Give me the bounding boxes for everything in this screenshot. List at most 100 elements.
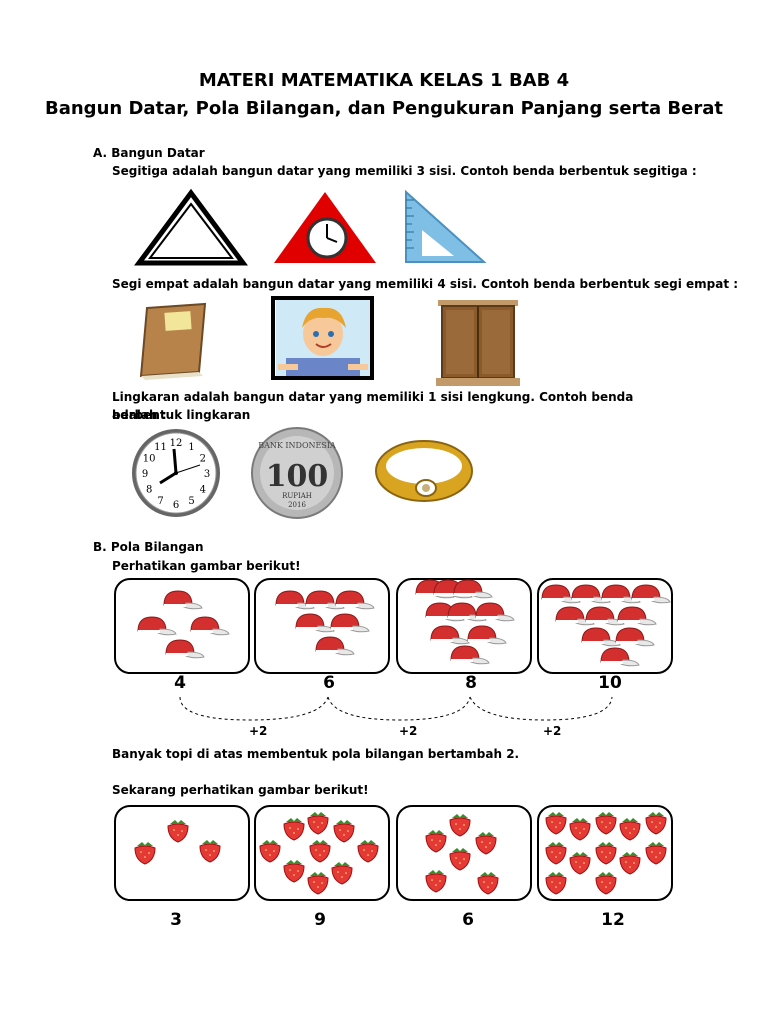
baseball-cap-icon	[600, 647, 640, 667]
page-title: MATERI MATEMATIKA KELAS 1 BAB 4	[198, 70, 570, 91]
strawberry-icon	[425, 870, 447, 893]
strawberry-icon	[595, 842, 617, 865]
clock-numeral: 12	[170, 438, 183, 449]
strawberry-icon	[199, 840, 221, 863]
coin-label: RUPIAH	[282, 492, 312, 500]
strawberry-icon	[357, 840, 379, 863]
baseball-cap-icon	[190, 616, 230, 636]
circle-text-line-2: adalah :	[112, 408, 167, 422]
clock-numeral: 8	[146, 485, 152, 496]
strawberry-icon	[645, 842, 667, 865]
baseball-cap-icon	[165, 639, 205, 659]
strawberry-icon	[645, 812, 667, 835]
baseball-cap-icon	[315, 636, 355, 656]
baseball-cap-icon	[555, 606, 595, 626]
clock-numeral: 6	[173, 500, 179, 511]
clock-numeral: 1	[188, 442, 194, 453]
baseball-cap-icon	[295, 613, 335, 633]
triangle-text: Segitiga adalah bangun datar yang memili…	[112, 164, 697, 178]
coin-value: 100	[266, 459, 329, 494]
strawberry-icon	[595, 872, 617, 895]
strawberry-icon	[134, 842, 156, 865]
square-text: Segi empat adalah bangun datar yang memi…	[112, 277, 739, 291]
baseball-cap-icon	[571, 584, 611, 604]
baseball-cap-icon	[631, 584, 671, 604]
strawberry-icon	[307, 872, 329, 895]
boy-picture-icon	[276, 300, 370, 376]
strawberry-icon	[331, 862, 353, 885]
clock-numeral: 11	[154, 442, 167, 453]
strawberry-icon	[477, 872, 499, 895]
strawberry-icon	[619, 818, 641, 841]
baseball-cap-icon	[467, 625, 507, 645]
baseball-cap-icon	[617, 606, 657, 626]
triangle-outline-icon	[134, 188, 248, 266]
baseball-cap-icon	[430, 625, 470, 645]
page-subtitle: Bangun Datar, Pola Bilangan, dan Penguku…	[45, 98, 723, 119]
baseball-cap-icon	[305, 590, 345, 610]
baseball-cap-icon	[275, 590, 315, 610]
increment-label-3: +2	[543, 724, 562, 738]
strawberry-icon	[259, 840, 281, 863]
baseball-cap-icon	[163, 590, 203, 610]
clock-numeral: 10	[143, 454, 156, 465]
strawberry-icon	[449, 814, 471, 837]
strawberry-icon	[449, 848, 471, 871]
baseball-cap-icon	[450, 645, 490, 665]
baseball-cap-icon	[447, 602, 487, 622]
coin-year: 2016	[288, 501, 306, 509]
strawberry-icon	[425, 830, 447, 853]
increment-label-1: +2	[249, 724, 268, 738]
red-triangle-clock-icon	[274, 192, 376, 263]
strawberry-count-1: 3	[170, 910, 182, 930]
strawberry-icon	[283, 860, 305, 883]
book-icon	[139, 302, 207, 380]
clock-numeral: 9	[142, 469, 148, 480]
baseball-cap-icon	[541, 584, 581, 604]
coin-top-text: BANK INDONESIA	[258, 441, 336, 450]
section-b-heading: B. Pola Bilangan	[93, 540, 204, 554]
cupboard-icon	[436, 300, 520, 386]
baseball-cap-icon	[585, 606, 625, 626]
baseball-cap-icon	[330, 613, 370, 633]
strawberry-icon	[619, 852, 641, 875]
hat-count-2: 6	[323, 673, 335, 693]
strawberry-count-4: 12	[601, 910, 625, 930]
strawberry-icon	[475, 832, 497, 855]
strawberry-count-3: 6	[462, 910, 474, 930]
increment-label-2: +2	[399, 724, 418, 738]
circle-text-line-1: Lingkaran adalah bangun datar yang memil…	[112, 390, 634, 422]
hat-box-1	[114, 578, 250, 674]
pattern-note: Banyak topi di atas membentuk pola bilan…	[112, 747, 520, 761]
hat-count-4: 10	[598, 673, 622, 693]
strawberry-icon	[545, 872, 567, 895]
hat-count-3: 8	[465, 673, 477, 693]
baseball-cap-icon	[615, 627, 655, 647]
strawberry-icon	[545, 812, 567, 835]
baseball-cap-icon	[581, 627, 621, 647]
strawberry-icon	[333, 820, 355, 843]
strawberry-icon	[167, 820, 189, 843]
baseball-cap-icon	[475, 602, 515, 622]
baseball-cap-icon	[335, 590, 375, 610]
strawberry-count-2: 9	[314, 910, 326, 930]
clock-numeral: 5	[188, 496, 194, 507]
clock-numeral: 7	[157, 496, 163, 507]
section-a-heading: A. Bangun Datar	[93, 146, 205, 160]
strawberry-icon	[545, 842, 567, 865]
strawberry-icon	[569, 852, 591, 875]
baseball-cap-icon	[137, 616, 177, 636]
clock-numeral: 4	[200, 485, 206, 496]
strawberry-icon	[595, 812, 617, 835]
strawberry-icon	[569, 818, 591, 841]
set-square-icon	[405, 189, 487, 263]
strawberry-icon	[283, 818, 305, 841]
baseball-cap-icon	[453, 579, 493, 599]
strawberry-icon	[309, 840, 331, 863]
gold-ring-icon	[375, 440, 473, 502]
clock-numeral: 3	[204, 469, 210, 480]
